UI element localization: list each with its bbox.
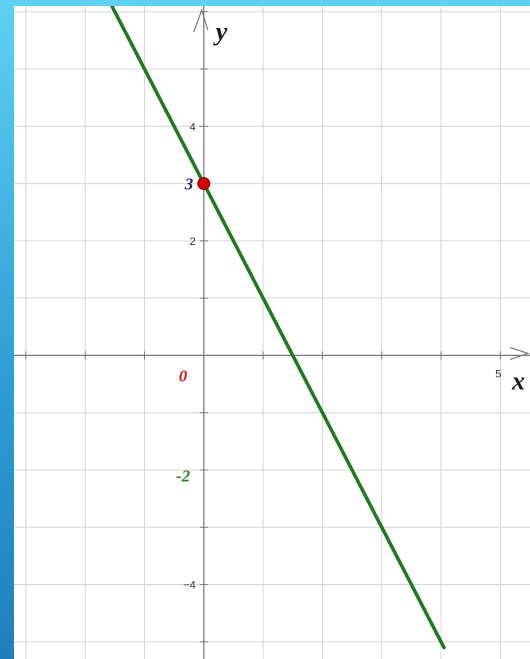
x-tick-label: 5 [495,368,501,380]
y-tick-label: −4 [183,580,196,592]
x-axis-arrow [509,346,530,360]
series [109,6,446,650]
y-tick-label: 2 [190,236,196,248]
x-axis-label: x [511,366,525,395]
plot-area: 5 4 2 −4 x y 0 3 -2 [14,6,530,659]
axes: 5 4 2 −4 [14,6,530,659]
annotation-label: 3 [184,175,194,194]
y-axis-arrow [193,8,209,33]
labels: x y 0 3 -2 [176,17,525,486]
annotation-label: -2 [176,467,191,486]
line-chart: 5 4 2 −4 x y 0 3 -2 [14,6,530,659]
points [197,177,211,191]
annotation-label: 0 [179,366,188,385]
y-tick-label: 4 [190,121,196,133]
y-axis-label: y [213,17,228,46]
y-intercept-point [197,177,211,191]
grid [14,6,530,659]
series-line [109,6,446,650]
